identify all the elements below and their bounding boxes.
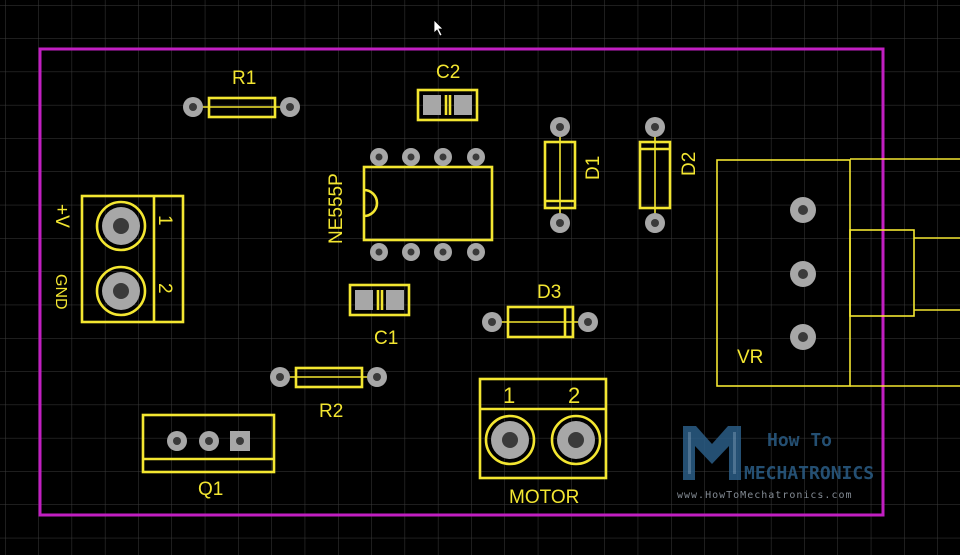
resistor-r2[interactable]: R2 xyxy=(270,366,387,422)
pin2-number: 2 xyxy=(154,283,175,294)
c1-label: C1 xyxy=(374,328,398,349)
capacitor-c1[interactable]: C1 xyxy=(348,283,411,349)
gnd-label: GND xyxy=(52,274,69,310)
pin1-number: 1 xyxy=(154,215,175,226)
motor-label: MOTOR xyxy=(509,487,579,508)
ic-label: NE555P xyxy=(326,173,347,244)
motor-terminal-block[interactable]: 1 2 MOTOR xyxy=(478,377,608,508)
capacitor-c2[interactable]: C2 xyxy=(416,62,479,122)
ic-ne555p[interactable]: NE555P xyxy=(326,148,494,261)
d1-label: D1 xyxy=(583,156,604,180)
d3-label: D3 xyxy=(537,282,561,303)
c2-label: C2 xyxy=(436,62,460,83)
watermark-logo: How To MECHATRONICS www.HowToMechatronic… xyxy=(677,426,874,501)
mouse-cursor-icon xyxy=(433,19,444,37)
board-outline xyxy=(38,47,885,517)
r1-label: R1 xyxy=(232,68,256,89)
q1-label: Q1 xyxy=(198,479,223,500)
logo-m-shape xyxy=(683,426,741,480)
diode-d3[interactable]: D3 xyxy=(482,282,598,339)
watermark-line2: MECHATRONICS xyxy=(744,463,874,484)
vplus-label: +V xyxy=(51,204,72,228)
transistor-q1[interactable]: Q1 xyxy=(141,413,276,500)
power-terminal-block[interactable]: 1 2 +V GND xyxy=(51,194,185,324)
diode-d2[interactable]: D2 xyxy=(638,117,700,233)
d2-label: D2 xyxy=(679,152,700,176)
potentiometer-vr[interactable]: VR xyxy=(716,158,960,387)
resistor-r1[interactable]: R1 xyxy=(183,68,300,119)
r2-label: R2 xyxy=(319,401,343,422)
motor-pin2-number: 2 xyxy=(568,383,580,408)
vr-label: VR xyxy=(737,347,763,368)
watermark-url: www.HowToMechatronics.com xyxy=(677,490,853,501)
motor-pin1-number: 1 xyxy=(503,383,515,408)
diode-d1[interactable]: D1 xyxy=(543,117,604,233)
watermark-line1: How To xyxy=(767,430,832,451)
